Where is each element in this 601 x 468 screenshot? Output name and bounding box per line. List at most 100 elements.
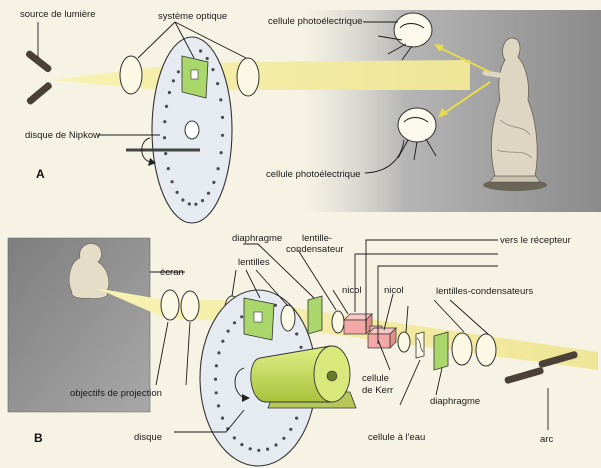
nicol-prism-1 (343, 313, 373, 335)
disk-hole (181, 198, 185, 202)
aperture-window-b (253, 311, 263, 323)
disk-hole (226, 427, 230, 431)
disk-hole (226, 329, 230, 333)
disk-hole (200, 199, 205, 203)
disk-hole (299, 345, 303, 349)
label-lentilles: lentilles (238, 257, 270, 268)
label-cellule-a-leau: cellule à l'eau (368, 432, 425, 443)
disk-hole (220, 416, 225, 420)
light-source-rods (25, 50, 52, 105)
projection-lens-1 (160, 289, 180, 321)
disk-hole (206, 191, 211, 195)
label-diaphragme-bottom: diaphragme (430, 396, 480, 407)
venus-projected-image (68, 243, 110, 299)
disk-hole (187, 202, 191, 206)
label-arc: arc (540, 434, 553, 445)
disk-hole (220, 115, 225, 119)
label-disque-de-nipkow: disque de Nipkow (25, 130, 100, 141)
disk-hole (274, 443, 278, 447)
label-nicol-1: nicol (342, 285, 362, 296)
light-beam-a (52, 60, 470, 92)
disk-hole (216, 82, 220, 86)
disk-hole (219, 151, 223, 155)
disk-hole (211, 68, 215, 72)
receiver-wires (354, 239, 498, 344)
disk-hole (282, 436, 286, 440)
condenser-lens-2 (475, 333, 497, 367)
disk-hole (214, 364, 218, 368)
statue-backdrop (300, 10, 601, 212)
disk-hole (295, 416, 299, 420)
nipkow-disk-a (151, 36, 233, 224)
diaphragm-top (307, 295, 323, 335)
label-source-de-lumiere: source de lumière (20, 9, 96, 20)
lens-a-2 (236, 57, 260, 97)
disk-hole (167, 90, 171, 95)
reflected-rays (434, 44, 491, 118)
lens-b-2 (280, 304, 296, 332)
projection-lens-2 (180, 290, 200, 322)
motor (250, 345, 357, 409)
disk-hole (219, 98, 223, 102)
disk-hole (164, 104, 169, 108)
label-lentilles-condensateurs: lentilles-condensateurs (436, 286, 533, 297)
projection-screen (7, 237, 151, 413)
photocell-bottom (397, 107, 437, 161)
disk-hole (171, 79, 175, 83)
photocell-top (377, 12, 433, 61)
label-cellule-photoelectrique-bottom: cellule photoélectrique (266, 169, 361, 180)
label-diaphragme-top: diaphragme (232, 233, 282, 244)
label-cellule-de-kerr: cellule de Kerr (362, 373, 393, 396)
disk-hole (163, 120, 167, 124)
disk-hole (266, 447, 270, 451)
label-lentille-condensateur: lentille- condensateur (286, 233, 344, 255)
rotation-arrow-a (141, 137, 151, 163)
label-objectifs-de-projection: objectifs de projection (70, 388, 162, 399)
disk-hole (170, 180, 174, 184)
label-systeme-optique: système optique (158, 11, 227, 22)
disk-hole (216, 404, 221, 408)
disk-hole (257, 448, 261, 452)
venus-statue-a (482, 37, 547, 191)
disk-hole (212, 180, 216, 184)
disk-hole (240, 443, 244, 447)
label-nicol-2: nicol (384, 285, 404, 296)
lens-b-3 (397, 331, 411, 353)
disk-hole (199, 49, 203, 53)
disk-hole (240, 315, 244, 319)
disk-hole (216, 167, 220, 171)
diaphragm-bottom (433, 331, 449, 371)
disk-hole (162, 136, 167, 140)
disk-hole (194, 202, 198, 206)
disk-hole (164, 152, 168, 156)
label-disque: disque (134, 432, 162, 443)
label-cellule-de-kerr-line1: cellule (362, 373, 389, 384)
disk-hole (232, 321, 237, 325)
panel-letter-b: B (34, 431, 43, 445)
lens-a-1 (119, 55, 143, 95)
aperture-window-a (190, 69, 199, 80)
condenser-lens-1 (451, 332, 473, 366)
label-ecran: écran (160, 267, 184, 278)
disk-hole (175, 190, 179, 194)
disk-hole (166, 167, 170, 171)
disk-hole (217, 351, 221, 355)
water-cell (415, 331, 425, 359)
label-vers-le-recepteur: vers le récepteur (500, 235, 571, 246)
disk-hole (213, 377, 218, 381)
disk-hole (205, 56, 209, 61)
label-cellule-de-kerr-line2: de Kerr (362, 385, 393, 396)
disk-hole (176, 70, 180, 74)
condenser-lens-single (331, 310, 345, 334)
disk-hole (214, 391, 218, 395)
disk-hole (232, 436, 236, 440)
label-cellule-photoelectrique-top: cellule photoélectrique (268, 16, 363, 27)
panel-letter-a: A (36, 167, 45, 181)
disk-hole (248, 447, 252, 451)
disk-hole (295, 332, 299, 336)
label-lentille-condensateur-line2: condensateur (286, 244, 344, 255)
nicol-prism-2 (367, 327, 397, 349)
disk-hole (273, 303, 277, 307)
